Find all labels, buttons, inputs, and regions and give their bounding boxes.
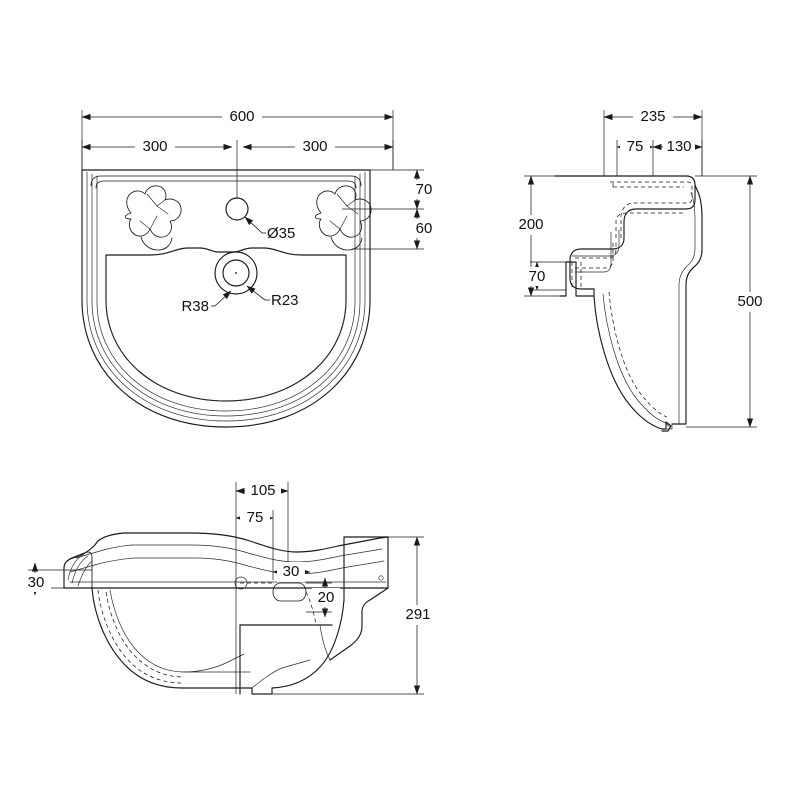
dim-label-70-side: 70 bbox=[529, 268, 546, 285]
front-view: 105 75 30 20 30 bbox=[21, 481, 436, 695]
waste-outer-circle bbox=[214, 251, 258, 295]
dim-label-30-rim: 30 bbox=[28, 574, 45, 591]
basin-outer-rim bbox=[81, 169, 371, 428]
front-body-inner-curve-2 bbox=[183, 653, 245, 673]
basin-rim-line-4 bbox=[96, 175, 356, 412]
side-shelf-hidden-3 bbox=[615, 212, 684, 238]
front-rim-top bbox=[63, 532, 389, 589]
dim-label-235: 235 bbox=[640, 108, 665, 125]
dim-depths-75-130: 75 130 bbox=[616, 137, 703, 176]
tap-handle-left-outline bbox=[124, 185, 182, 238]
dim-overall-height-500: 500 bbox=[686, 175, 768, 428]
basin-inner-rear-rim bbox=[90, 175, 362, 187]
front-left-endcap bbox=[63, 551, 93, 589]
dim-label-291: 291 bbox=[405, 606, 430, 623]
leader-waste-inner-radius: R23 bbox=[246, 285, 299, 309]
dim-label-300-right: 300 bbox=[302, 138, 327, 155]
tap-handle-left-base bbox=[140, 236, 173, 251]
dim-label-600: 600 bbox=[229, 108, 254, 125]
dim-fixing-75: 75 bbox=[235, 508, 274, 580]
dim-label-70: 70 bbox=[416, 181, 433, 198]
side-bowl-outer bbox=[593, 295, 672, 432]
dim-label-r23: R23 bbox=[271, 292, 299, 309]
dim-label-30-slot: 30 bbox=[283, 563, 300, 580]
tap-handle-left-spokes bbox=[139, 193, 169, 230]
dim-label-75-front: 75 bbox=[247, 509, 264, 526]
tap-handle-right bbox=[314, 185, 372, 251]
side-bracket-hidden-3 bbox=[571, 262, 582, 290]
front-panel-hole bbox=[378, 575, 384, 581]
front-endcap-outline bbox=[63, 551, 93, 589]
waste-centre-mark bbox=[234, 271, 238, 275]
dim-lower-bracket-70: 70 bbox=[521, 261, 566, 291]
front-column-detail bbox=[251, 659, 311, 689]
front-endcap-curve-1 bbox=[67, 553, 85, 581]
basin-rim-line-2 bbox=[86, 171, 366, 422]
side-bracket-upper bbox=[559, 175, 696, 297]
basin-rim-line-3 bbox=[91, 173, 361, 417]
front-endcap-curve-2 bbox=[71, 555, 89, 584]
front-rim-inner-1 bbox=[75, 544, 383, 563]
dim-projection-235: 235 bbox=[603, 107, 703, 176]
side-arm-inner-1 bbox=[571, 229, 620, 257]
dim-label-diameter-35: Ø35 bbox=[267, 225, 295, 242]
leader-tap-hole-diameter: Ø35 bbox=[244, 216, 295, 242]
dim-half-widths-300: 300 300 bbox=[81, 137, 394, 198]
side-shelf-hidden-1 bbox=[610, 181, 693, 239]
bowl-inner-curve bbox=[105, 299, 347, 402]
leader-waste-outer-radius: R38 bbox=[181, 290, 232, 315]
front-column-right-curve bbox=[319, 624, 331, 661]
front-slot-detail bbox=[234, 576, 317, 626]
dim-label-300-left: 300 bbox=[142, 138, 167, 155]
top-view-bowl bbox=[105, 247, 347, 402]
front-endcap-curve-3 bbox=[77, 560, 93, 587]
tap-handle-left bbox=[124, 185, 182, 251]
front-body-outline bbox=[91, 536, 345, 695]
top-view-basin-outline bbox=[81, 169, 371, 428]
waste-inner-circle bbox=[222, 259, 250, 287]
top-view: 600 300 300 70 60 bbox=[81, 107, 440, 428]
dim-slot-height-20: 20 bbox=[306, 577, 340, 618]
front-rim-inner-2 bbox=[69, 557, 385, 575]
dim-body-height-291: 291 bbox=[272, 536, 436, 695]
side-view-profile bbox=[554, 175, 703, 432]
front-slot-hidden-2 bbox=[305, 591, 317, 626]
front-body-hidden-2 bbox=[105, 591, 185, 678]
tap-handle-right-outline bbox=[314, 185, 372, 238]
side-back-wall-inner bbox=[678, 191, 696, 425]
front-view-body bbox=[91, 536, 389, 695]
side-foot-detail bbox=[665, 421, 672, 427]
dim-label-20: 20 bbox=[318, 589, 335, 606]
side-bowl-inner-1 bbox=[602, 293, 667, 424]
side-bowl-foot bbox=[665, 423, 673, 430]
dim-label-75-side: 75 bbox=[627, 138, 644, 155]
dim-bracket-height-200: 200 bbox=[513, 175, 604, 297]
front-right-panel bbox=[329, 536, 389, 661]
side-view: 235 75 130 200 70 bbox=[513, 107, 768, 432]
dim-label-105: 105 bbox=[250, 482, 275, 499]
front-waste-circle bbox=[234, 576, 248, 590]
front-body-hidden-1 bbox=[97, 589, 184, 684]
dim-label-r38: R38 bbox=[181, 298, 209, 315]
side-shelf-hidden-2 bbox=[612, 182, 684, 188]
dim-rim-thickness-30: 30 bbox=[21, 562, 92, 596]
front-slot-shape bbox=[272, 582, 307, 602]
side-back-wall bbox=[671, 184, 703, 425]
tap-handle-right-base bbox=[330, 236, 363, 251]
dim-vertical-70-60: 70 60 bbox=[342, 169, 440, 250]
tap-handle-right-spokes bbox=[329, 193, 359, 230]
front-body-inner-curve bbox=[109, 589, 251, 673]
dim-label-60: 60 bbox=[416, 220, 433, 237]
dim-slot-width-30: 30 bbox=[272, 562, 311, 582]
dim-label-200: 200 bbox=[518, 216, 543, 233]
dim-label-500: 500 bbox=[737, 293, 762, 310]
waste-outlet bbox=[214, 251, 258, 295]
basin-inner-rear-rim-2 bbox=[95, 180, 357, 189]
dim-label-130: 130 bbox=[666, 138, 691, 155]
side-arm-inner-2 bbox=[574, 231, 612, 273]
